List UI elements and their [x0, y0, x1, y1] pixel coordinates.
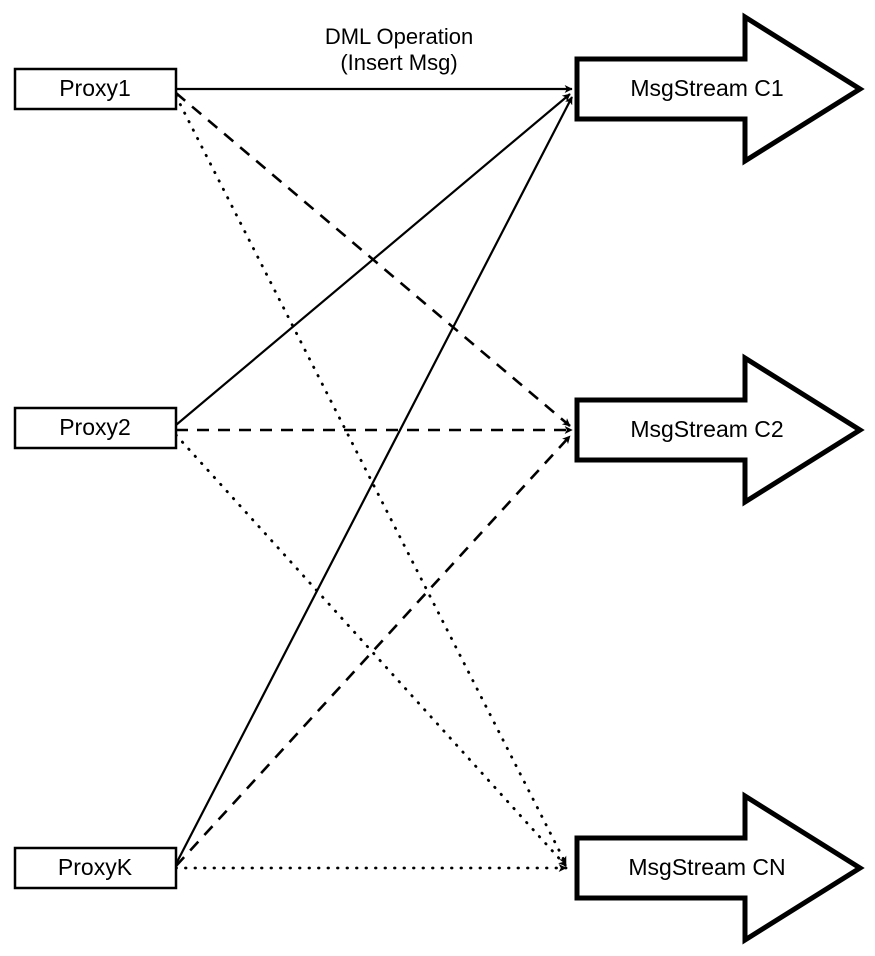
proxy-node-proxy2[interactable]: Proxy2 [13, 406, 178, 450]
msgstream-c1-label: MsgStream C1 [630, 75, 783, 101]
link-proxy2-to-stream-c1[interactable] [175, 93, 571, 426]
link-proxyk-to-stream-c1[interactable] [175, 96, 573, 865]
msgstream-node-cn[interactable]: MsgStream CN [574, 791, 865, 945]
proxy1-box[interactable] [13, 67, 178, 111]
msgstream-cn-arrow-shape[interactable] [574, 791, 865, 945]
edge-label-line2: (Insert Msg) [340, 50, 457, 75]
link-proxy1-to-stream-cn[interactable] [174, 94, 568, 866]
msgstream-node-c1[interactable]: MsgStream C1 [574, 12, 865, 166]
proxy1-label: Proxy1 [59, 75, 131, 101]
proxy2-box[interactable] [13, 406, 178, 450]
proxyk-box[interactable] [13, 846, 178, 890]
msgstream-cn-label: MsgStream CN [628, 854, 785, 880]
msgstream-node-group: MsgStream C1 MsgStream C2 MsgStream CN [574, 12, 865, 945]
msgstream-c2-label: MsgStream C2 [630, 416, 783, 442]
proxy-node-proxyk[interactable]: ProxyK [13, 846, 178, 890]
msgstream-c1-arrow-shape[interactable] [574, 12, 865, 166]
proxy2-label: Proxy2 [59, 414, 131, 440]
proxy-node-proxy1[interactable]: Proxy1 [13, 67, 178, 111]
proxy-node-group: Proxy1 Proxy2 ProxyK [13, 67, 178, 890]
link-proxyk-to-stream-c2[interactable] [175, 435, 571, 867]
msgstream-c2-arrow-shape[interactable] [574, 353, 865, 507]
connector-layer [174, 85, 573, 872]
edge-label-line1: DML Operation [325, 24, 473, 49]
link-proxy2-to-stream-cn[interactable] [174, 433, 568, 868]
msgstream-node-c2[interactable]: MsgStream C2 [574, 353, 865, 507]
proxyk-label: ProxyK [58, 854, 133, 880]
edge-label-dml-operation: DML Operation (Insert Msg) [325, 24, 473, 75]
